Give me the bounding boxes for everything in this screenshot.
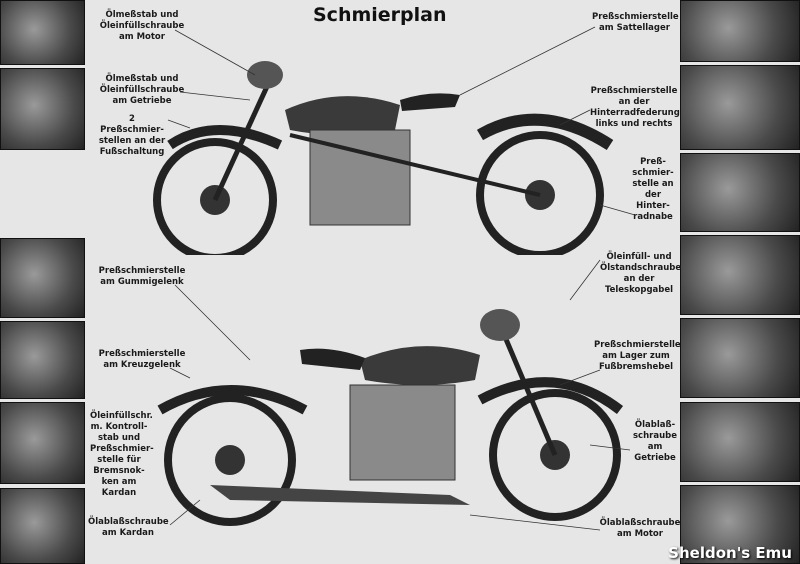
motorcycle-illustration-left-side (157, 309, 624, 526)
detail-photo-left-1 (0, 0, 85, 65)
watermark: Sheldon's Emu (668, 544, 792, 562)
detail-photo-left-4 (0, 321, 85, 399)
detail-photo-right-2 (680, 65, 800, 150)
label-engine-drain-screw: Ölablaßschraube am Motor (599, 518, 681, 539)
label-foot-shift-grease: 2 Preßschmier-stellen an der Fußschaltun… (98, 114, 166, 157)
label-saddle-bearing-grease: Preßschmierstelle am Sattellager (592, 12, 679, 33)
label-rear-hub-grease: Preß-schmier-stelle an der Hinter-radnab… (632, 157, 674, 222)
detail-photo-right-7 (680, 485, 800, 564)
label-oil-dipstick-engine: Ölmeßstab und Öleinfüllschraube am Motor (99, 10, 185, 42)
detail-photo-left-5 (0, 402, 85, 484)
label-rubber-joint-grease: Preßschmierstelle am Gummigelenk (98, 266, 186, 287)
label-cardan-oil-fill: Öleinfüllschr. m. Kontroll-stab und Preß… (90, 411, 154, 498)
detail-photo-right-1 (680, 0, 800, 62)
detail-photo-right-4 (680, 235, 800, 315)
label-universal-joint-grease: Preßschmierstelle am Kreuzgelenk (98, 349, 186, 370)
detail-photo-right-6 (680, 402, 800, 482)
label-telescopic-fork-oil: Öleinfüll- und Ölstandschraube an der Te… (600, 252, 682, 295)
detail-photo-left-2 (0, 68, 85, 150)
label-oil-dipstick-gearbox: Ölmeßstab und Öleinfüllschraube am Getri… (99, 74, 185, 106)
label-cardan-drain-screw: Ölablaßschraube am Kardan (88, 517, 169, 538)
detail-photo-left-6 (0, 488, 85, 564)
label-rear-suspension-grease: Preßschmierstelle an der Hinterradfederu… (590, 86, 680, 129)
label-foot-brake-lever-grease: Preßschmierstelle am Lager zum Fußbremsh… (594, 340, 681, 372)
page-title: Schmierplan (313, 4, 447, 26)
motorcycle-illustration-right-side (153, 61, 614, 255)
detail-photo-left-3 (0, 238, 85, 318)
detail-photo-right-3 (680, 153, 800, 232)
label-gearbox-drain-screw: Ölablaß-schraube am Getriebe (633, 420, 677, 463)
